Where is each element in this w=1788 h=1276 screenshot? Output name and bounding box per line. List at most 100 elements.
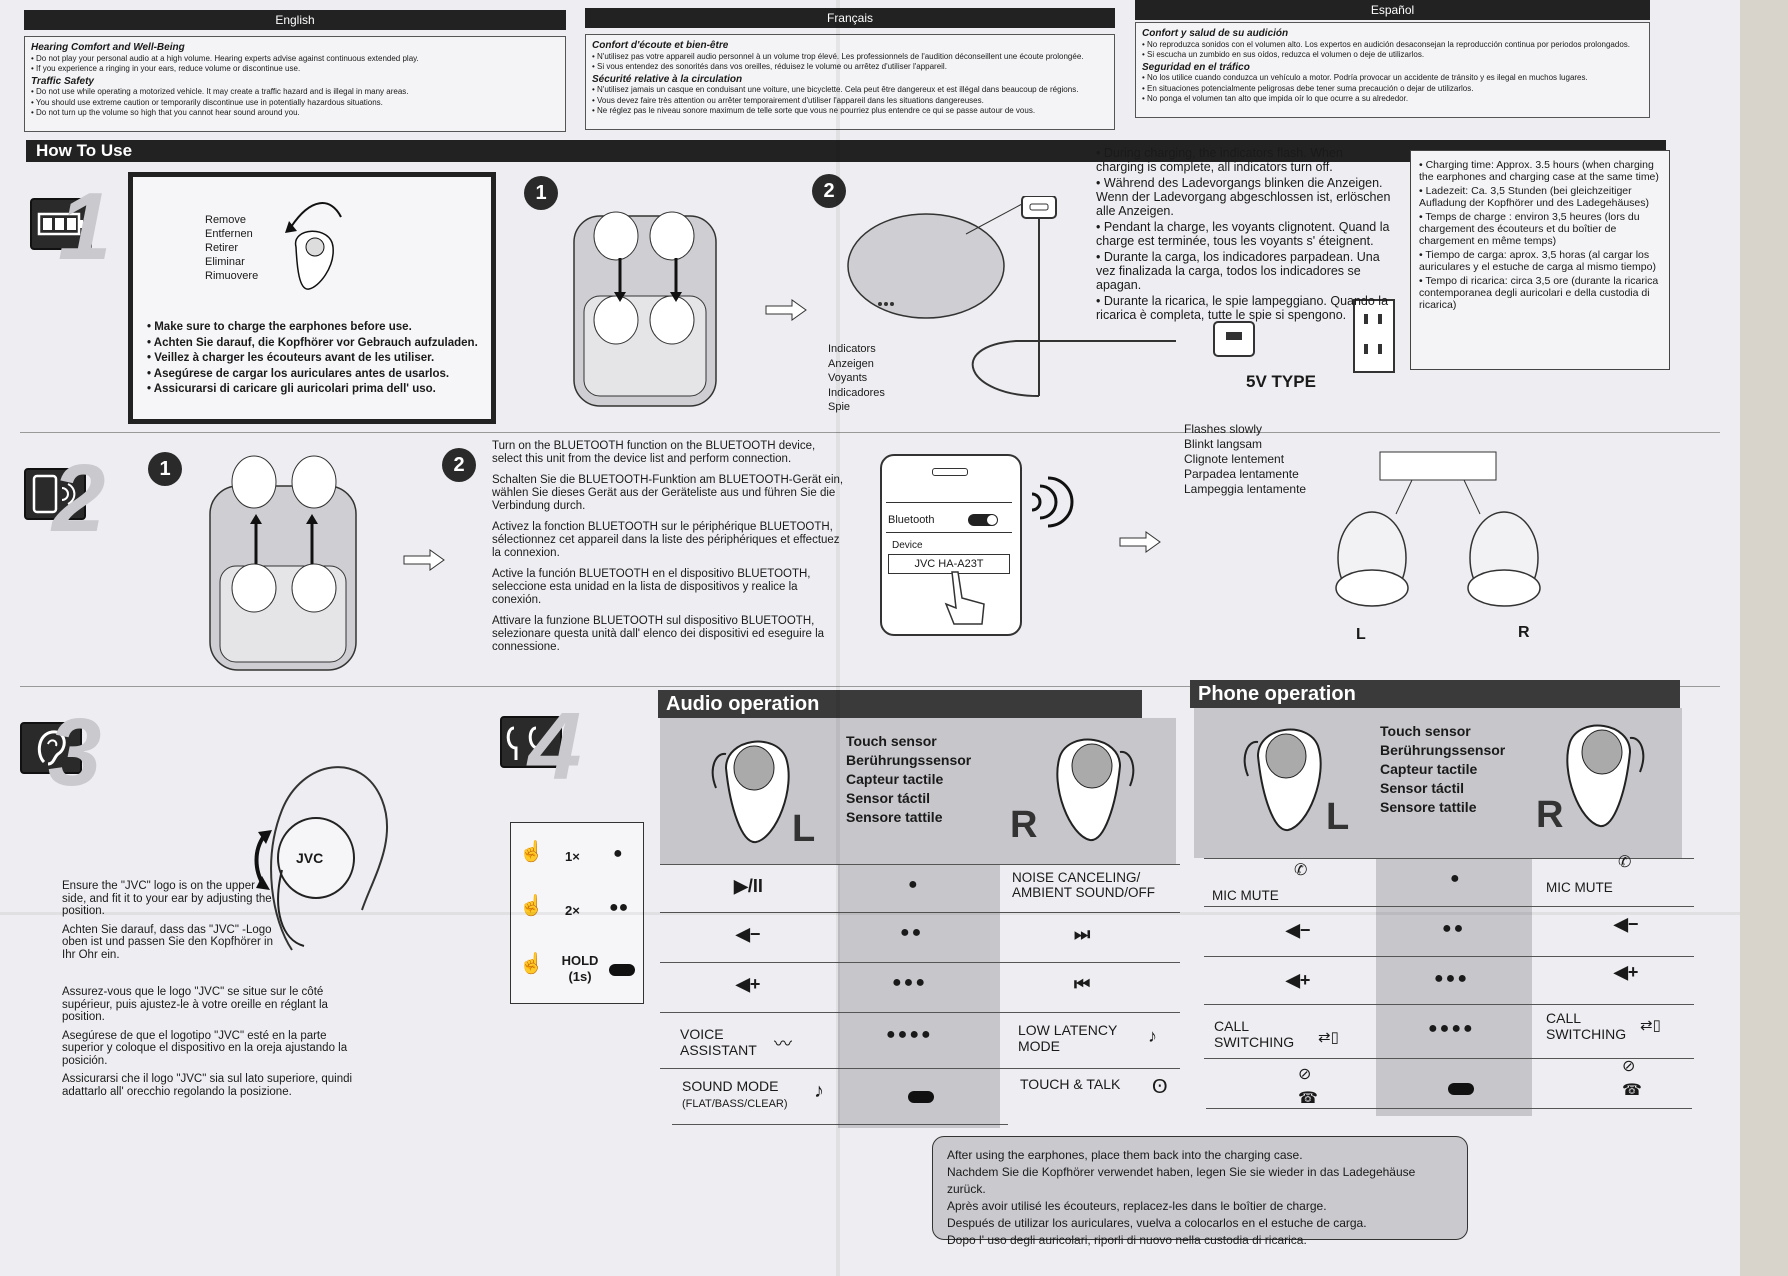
audio-hold-mark <box>908 1090 934 1108</box>
arrow-right-icon <box>403 549 445 571</box>
ear-fit-de: Achten Sie darauf, dass das "JVC" -Logo … <box>62 923 273 961</box>
safety-fr-h1: Confort d'écoute et bien-être <box>592 40 729 51</box>
pairing-es: Active la función BLUETOOTH en el dispos… <box>492 568 811 606</box>
safety-fr-l4: • Vous devez faire très attention ou arr… <box>592 95 984 105</box>
divider-1 <box>20 432 1720 433</box>
step2-circle-1: 1 <box>148 452 182 486</box>
safety-es-l1: • No reproduzca sonidos con el volumen a… <box>1142 39 1630 49</box>
type-label: 5V TYPE <box>1246 372 1316 391</box>
charge-time-it: • Tempo di ricarica: circa 3,5 ore (dura… <box>1419 275 1659 311</box>
legend-hold-mark <box>609 963 635 981</box>
charging-note-fr: • Pendant la charge, les voyants clignot… <box>1096 220 1390 248</box>
flash-left-label: L <box>1356 626 1366 643</box>
phone-touch-sensor-it: Sensore tattile <box>1380 799 1477 815</box>
legend-1x-mark: ● <box>613 845 623 862</box>
safety-fr-l1: • N'utilisez pas votre appareil audio pe… <box>592 51 1084 61</box>
pairing-it: Attivare la funzione BLUETOOTH sul dispo… <box>492 615 825 653</box>
phone-hold-mark <box>1448 1082 1474 1100</box>
safety-en-l4: • You should use extreme caution or temp… <box>31 97 383 107</box>
charge-first-fr: • Veillez à charger les écouteurs avant … <box>147 352 435 364</box>
phone-separator <box>886 532 1012 533</box>
call-switch-icon: ⇄▯ <box>1640 1017 1661 1034</box>
single-tap-icon: ☝ <box>519 841 544 863</box>
flashes-es: Parpadea lentamente <box>1184 467 1299 481</box>
phone-operation-header: Phone operation <box>1190 680 1680 708</box>
ear-fit-fr: Assurez-vous que le logo "JVC" se situe … <box>62 986 328 1023</box>
step1-circle-2: 2 <box>812 174 846 208</box>
remove-label-de: Entfernen <box>205 228 253 240</box>
audio-row-line <box>660 1012 1180 1013</box>
voice-assistant-label: VOICE ASSISTANT <box>680 1026 757 1058</box>
volume-up-icon: ◀+ <box>1614 962 1639 982</box>
pointing-hand-icon <box>944 571 985 625</box>
phone-row-line <box>1206 1108 1692 1109</box>
audio-row-line <box>660 864 1180 865</box>
safety-en-l1: • Do not play your personal audio at a h… <box>31 53 419 63</box>
pairing-instructions: Turn on the BLUETOOTH function on the BL… <box>492 440 844 654</box>
safety-es-h1: Confort y salud de su audición <box>1142 28 1289 39</box>
legend-2x-mark: ●● <box>609 899 629 916</box>
sound-mode-label: SOUND MODE <box>682 1078 779 1094</box>
play-pause-icon: ▶/II <box>734 876 763 896</box>
audio-row-line <box>660 912 1180 913</box>
safety-fr-h2: Sécurité relative à la circulation <box>592 73 743 85</box>
charge-time-fr: • Temps de charge : environ 3,5 heures (… <box>1419 211 1640 247</box>
voice-assistant-icon: 〰 <box>774 1034 792 1054</box>
touch-sensor-fr: Capteur tactile <box>846 771 944 787</box>
phone-illustration: Bluetooth Device JVC HA-A23T <box>880 454 1022 636</box>
call-switching-right: CALL SWITCHING <box>1546 1010 1627 1042</box>
phone-center-column <box>1376 708 1532 1116</box>
low-latency-label: LOW LATENCY MODE <box>1018 1022 1118 1054</box>
double-tap-icon: ☝ <box>519 895 544 917</box>
safety-en-l3: • Do not use while operating a motorized… <box>31 87 409 96</box>
step-number-1: 1 <box>58 173 112 280</box>
earphones-out-of-case-illustration <box>209 455 357 671</box>
flashes-it: Lampeggia lentamente <box>1184 482 1307 496</box>
charging-note-es: • Durante la carga, los indicadores parp… <box>1096 250 1380 292</box>
charge-first-bullets: • Make sure to charge the earphones befo… <box>147 321 487 399</box>
safety-fr-l2: • Si vous entendez des sonorités dans vo… <box>592 62 947 71</box>
phone-device-label: Device <box>892 540 923 551</box>
safety-es-l2: • Si escucha un zumbido en sus oídos, re… <box>1142 50 1425 59</box>
reject-call-icon: ⊘ <box>1622 1058 1636 1075</box>
phone-call-icon: ✆ <box>1294 862 1308 879</box>
safety-fr-l3: • N'utilisez jamais un casque en conduis… <box>592 85 1079 94</box>
flashes-en: Flashes slowly <box>1184 422 1263 436</box>
phone-separator <box>886 502 1012 503</box>
audio-right-label: R <box>1010 804 1038 846</box>
legend-2x-label: 2× <box>565 903 580 918</box>
touch-sensor-de: Berührungssensor <box>846 752 972 768</box>
phone-touch-sensor-es: Sensor táctil <box>1380 780 1465 796</box>
hang-up-icon: ☎ <box>1622 1082 1642 1099</box>
next-track-icon: ⏭ <box>1074 924 1091 944</box>
indicator-label-en: Indicators <box>828 343 876 355</box>
safety-fr-l5: • Ne réglez pas le niveau sonore maximum… <box>592 106 1036 115</box>
hold-tap-icon: ☝ <box>519 953 544 975</box>
remove-labels: Remove Entfernen Retirer Eliminar Rimuov… <box>205 213 258 283</box>
phone-dots-4: ●●●● <box>1428 1020 1475 1037</box>
charge-first-es: • Asegúrese de cargar los auriculares an… <box>147 367 450 380</box>
lang-header-francais: Français <box>585 8 1115 28</box>
right-earbud-illustration <box>1566 724 1645 827</box>
audio-dots-4: ●●●● <box>886 1026 933 1043</box>
indicator-labels: Indicators Anzeigen Voyants Indicadores … <box>828 342 885 415</box>
ear-talk-icon: ʘ <box>1152 1076 1168 1098</box>
flashes-de: Blinkt langsam <box>1184 437 1263 451</box>
step1-circle-1: 1 <box>524 176 558 210</box>
charge-time-en: • Charging time: Approx. 3.5 hours (when… <box>1419 159 1659 183</box>
earbuds-icon <box>500 716 562 768</box>
phone-dots-1: ● <box>1450 870 1462 887</box>
indicator-label-de: Anzeigen <box>828 357 874 370</box>
audio-left-label: L <box>792 808 816 850</box>
safety-francais: Confort d'écoute et bien-être • N'utilis… <box>585 34 1115 130</box>
phone-row-line <box>1204 1058 1694 1059</box>
touch-talk-label: TOUCH & TALK <box>1020 1076 1121 1092</box>
after-use-box: After using the earphones, place them ba… <box>932 1136 1468 1247</box>
flash-right-label: R <box>1518 624 1530 641</box>
earphone-tab-illustration <box>285 202 342 290</box>
charge-first-it: • Assicurarsi di caricare gli auricolari… <box>147 383 436 395</box>
charging-note-de: • Während des Ladevorgangs blinken die A… <box>1096 176 1391 218</box>
volume-down-icon: ◀− <box>736 924 761 944</box>
safety-es-l4: • En situaciones potencialmente peligros… <box>1142 83 1474 93</box>
phone-dots-3: ●●● <box>1434 970 1469 987</box>
